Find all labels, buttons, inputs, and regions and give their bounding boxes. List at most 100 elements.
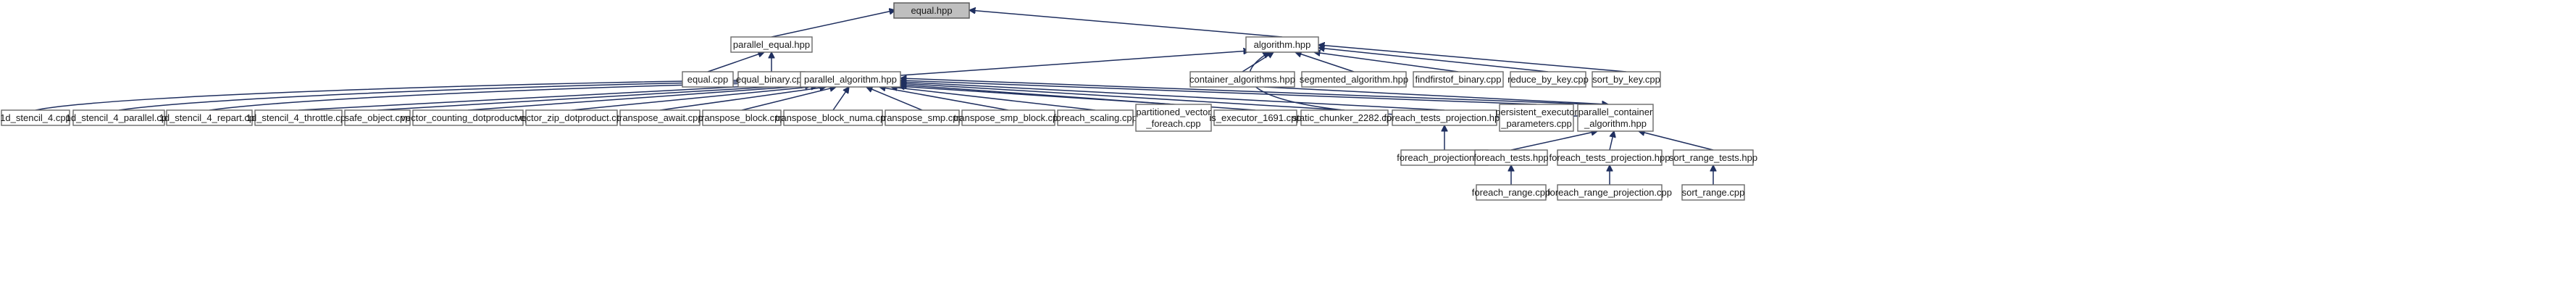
node-label: foreach_range_projection.cpp: [1547, 187, 1672, 198]
edge-vector-counting-dotproduct-cpp-to-parallel-algorithm-hpp: [467, 86, 811, 111]
node-label: 1d_stencil_4.cpp: [0, 112, 71, 123]
node-foreach-tests-hpp[interactable]: foreach_tests.hpp: [1473, 149, 1549, 166]
node-foreach-tests-projection-hpp-bottom[interactable]: foreach_tests_projection.hpp: [1550, 149, 1670, 166]
node-label: segmented_algorithm.hpp: [1300, 74, 1408, 85]
node-foreach-scaling-cpp[interactable]: foreach_scaling.cpp: [1053, 109, 1137, 126]
node-label: transpose_smp_block.cpp: [953, 112, 1063, 123]
node-foreach-range-projection-cpp[interactable]: foreach_range_projection.cpp: [1547, 184, 1672, 201]
node-label: _parameters.cpp: [1500, 118, 1572, 129]
edge-parallel-algorithm-hpp-to-algorithm-hpp: [900, 51, 1250, 76]
edge-container-algorithms-hpp-2-to-parallel-container-algorithm-hpp: [1263, 86, 1608, 104]
edge-transpose-block-cpp-to-parallel-algorithm-hpp: [741, 87, 836, 111]
node-label: foreach_scaling.cpp: [1053, 112, 1137, 123]
node-segmented-algorithm-hpp[interactable]: segmented_algorithm.hpp: [1300, 71, 1408, 88]
node-label: transpose_await.cpp: [616, 112, 703, 123]
edge-equal-cpp-to-parallel-equal-hpp: [707, 52, 764, 72]
node-label: vector_zip_dotproduct.cpp: [517, 112, 627, 123]
node-safe-object-cpp[interactable]: safe_object.cpp: [344, 109, 411, 126]
node-vector-zip-dotproduct-cpp[interactable]: vector_zip_dotproduct.cpp: [517, 109, 627, 126]
node-algorithm-hpp[interactable]: algorithm.hpp: [1245, 36, 1319, 53]
node-equal-cpp[interactable]: equal.cpp: [682, 71, 734, 88]
node-sort-range-cpp[interactable]: sort_range.cpp: [1681, 184, 1745, 201]
edge-static-chunker-2282-cpp-to-parallel-algorithm-hpp: [900, 83, 1345, 111]
node-sort-by-key-cpp[interactable]: sort_by_key.cpp: [1592, 71, 1661, 88]
node-transpose-smp-block-cpp[interactable]: transpose_smp_block.cpp: [953, 109, 1063, 126]
node-static-chunker-2282-cpp[interactable]: static_chunker_2282.cpp: [1292, 109, 1397, 126]
node-label: transpose_block_numa.cpp: [776, 112, 891, 123]
node-label: findfirstof_binary.cpp: [1415, 74, 1502, 85]
edge-reduce-by-key-cpp-to-algorithm-hpp: [1318, 48, 1549, 72]
node-label: 1d_stencil_4_repart.cpp: [159, 112, 260, 123]
node-label: vector_counting_dotproduct.cpp: [401, 112, 535, 123]
node-1d-stencil-4-throttle-cpp[interactable]: 1d_stencil_4_throttle.cpp: [246, 109, 351, 126]
node-foreach-projection-cpp[interactable]: foreach_projection.cpp: [1397, 149, 1492, 166]
node-1d-stencil-4-cpp[interactable]: 1d_stencil_4.cpp: [0, 109, 71, 126]
node-1d-stencil-4-parallel-cpp[interactable]: 1d_stencil_4_parallel.cpp: [66, 109, 172, 126]
node-label: parallel_algorithm.hpp: [804, 74, 897, 85]
edge-transpose-block-numa-cpp-to-parallel-algorithm-hpp: [832, 87, 849, 111]
edge-transpose-smp-cpp-to-parallel-algorithm-hpp: [866, 87, 923, 111]
node-persistent-executor-parameters-cpp[interactable]: persistent_executor _parameters.cpp: [1495, 104, 1578, 132]
node-findfirstof-binary-cpp[interactable]: findfirstof_binary.cpp: [1413, 71, 1504, 88]
node-label: sort_range_tests.hpp: [1669, 152, 1757, 163]
node-reduce-by-key-cpp[interactable]: reduce_by_key.cpp: [1507, 71, 1589, 88]
node-label: 1d_stencil_4_throttle.cpp: [246, 112, 351, 123]
node-transpose-block-cpp[interactable]: transpose_block.cpp: [698, 109, 785, 126]
edge-sort-by-key-cpp-to-algorithm-hpp: [1318, 45, 1627, 72]
node-is-executor-1691-cpp[interactable]: is_executor_1691.cpp: [1209, 109, 1302, 126]
node-parallel-algorithm-hpp[interactable]: parallel_algorithm.hpp: [800, 71, 901, 88]
node-label: sort_by_key.cpp: [1592, 74, 1660, 85]
node-foreach-tests-projection-hpp-top[interactable]: foreach_tests_projection.hpp: [1384, 109, 1505, 126]
node-partitioned-vector-foreach-cpp[interactable]: partitioned_vector _foreach.cpp: [1135, 104, 1212, 132]
node-equal-binary-cpp[interactable]: equal_binary.cpp: [736, 71, 807, 88]
node-sort-range-tests-hpp[interactable]: sort_range_tests.hpp: [1669, 149, 1757, 166]
node-label: container_algorithms.hpp: [1189, 74, 1295, 85]
node-label: partitioned_vector: [1136, 107, 1211, 117]
edge-foreach-tests-projection-hpp-top-to-parallel-algorithm-hpp: [900, 82, 1445, 111]
edge-segmented-algorithm-hpp-to-algorithm-hpp: [1295, 52, 1355, 72]
node-label: _foreach.cpp: [1145, 118, 1200, 129]
node-label: foreach_tests.hpp: [1473, 152, 1548, 163]
node-label: _algorithm.hpp: [1584, 118, 1647, 129]
node-label: parallel_equal.hpp: [733, 39, 810, 50]
node-label: foreach_tests_projection.hpp: [1384, 112, 1505, 123]
node-label: foreach_range.cpp: [1472, 187, 1550, 198]
edge-vector-zip-dotproduct-cpp-to-parallel-algorithm-hpp: [571, 86, 817, 111]
node-container-algorithms-hpp[interactable]: container_algorithms.hpp: [1189, 71, 1295, 88]
edge-container-algorithms-hpp-to-algorithm-hpp: [1242, 52, 1274, 72]
node-label: foreach_tests_projection.hpp: [1550, 152, 1670, 163]
edge-foreach-tests-projection-hpp-bottom-to-parallel-container-algorithm-hpp: [1609, 131, 1614, 151]
node-parallel-container-algorithm-hpp[interactable]: parallel_container _algorithm.hpp: [1577, 104, 1654, 132]
node-1d-stencil-4-repart-cpp[interactable]: 1d_stencil_4_repart.cpp: [159, 109, 260, 126]
node-label: algorithm.hpp: [1254, 39, 1311, 50]
node-label: persistent_executor: [1495, 107, 1578, 117]
edge-persistent-executor-parameters-cpp-to-parallel-algorithm-hpp: [900, 80, 1537, 105]
graph-nodes: equal.hpp parallel_equal.hpp algorithm.h…: [0, 2, 1757, 201]
node-transpose-block-numa-cpp[interactable]: transpose_block_numa.cpp: [776, 109, 891, 126]
edge-parallel-container-algorithm-hpp-2-to-parallel-algorithm-hpp: [900, 78, 1594, 105]
node-label: transpose_smp.cpp: [881, 112, 963, 123]
edge-1d-stencil-4-throttle-cpp-to-parallel-algorithm-hpp: [298, 83, 804, 111]
node-label: is_executor_1691.cpp: [1209, 112, 1301, 123]
node-label: 1d_stencil_4_parallel.cpp: [66, 112, 172, 123]
node-transpose-await-cpp[interactable]: transpose_await.cpp: [616, 109, 703, 126]
node-equal-hpp[interactable]: equal.hpp: [893, 2, 970, 19]
node-transpose-smp-cpp[interactable]: transpose_smp.cpp: [881, 109, 963, 126]
edge-algorithm-hpp-to-equal-hpp: [969, 10, 1283, 38]
node-label: transpose_block.cpp: [698, 112, 785, 123]
node-parallel-equal-hpp[interactable]: parallel_equal.hpp: [730, 36, 813, 53]
edge-foreach-scaling-cpp-to-parallel-algorithm-hpp: [891, 87, 1096, 111]
node-label: equal_binary.cpp: [736, 74, 807, 85]
edge-foreach-tests-hpp-to-parallel-container-algorithm-hpp: [1510, 131, 1597, 151]
edge-transpose-smp-block-cpp-to-parallel-algorithm-hpp: [879, 87, 1009, 111]
node-label: foreach_projection.cpp: [1397, 152, 1492, 163]
node-vector-counting-dotproduct-cpp[interactable]: vector_counting_dotproduct.cpp: [401, 109, 535, 126]
node-label: equal.hpp: [911, 5, 952, 16]
node-foreach-range-cpp[interactable]: foreach_range.cpp: [1472, 184, 1550, 201]
edge-sort-range-tests-hpp-to-parallel-container-algorithm-hpp: [1639, 131, 1714, 151]
node-label: equal.cpp: [687, 74, 728, 85]
node-label: sort_range.cpp: [1682, 187, 1745, 198]
node-label: reduce_by_key.cpp: [1507, 74, 1589, 85]
node-label: static_chunker_2282.cpp: [1292, 112, 1397, 123]
